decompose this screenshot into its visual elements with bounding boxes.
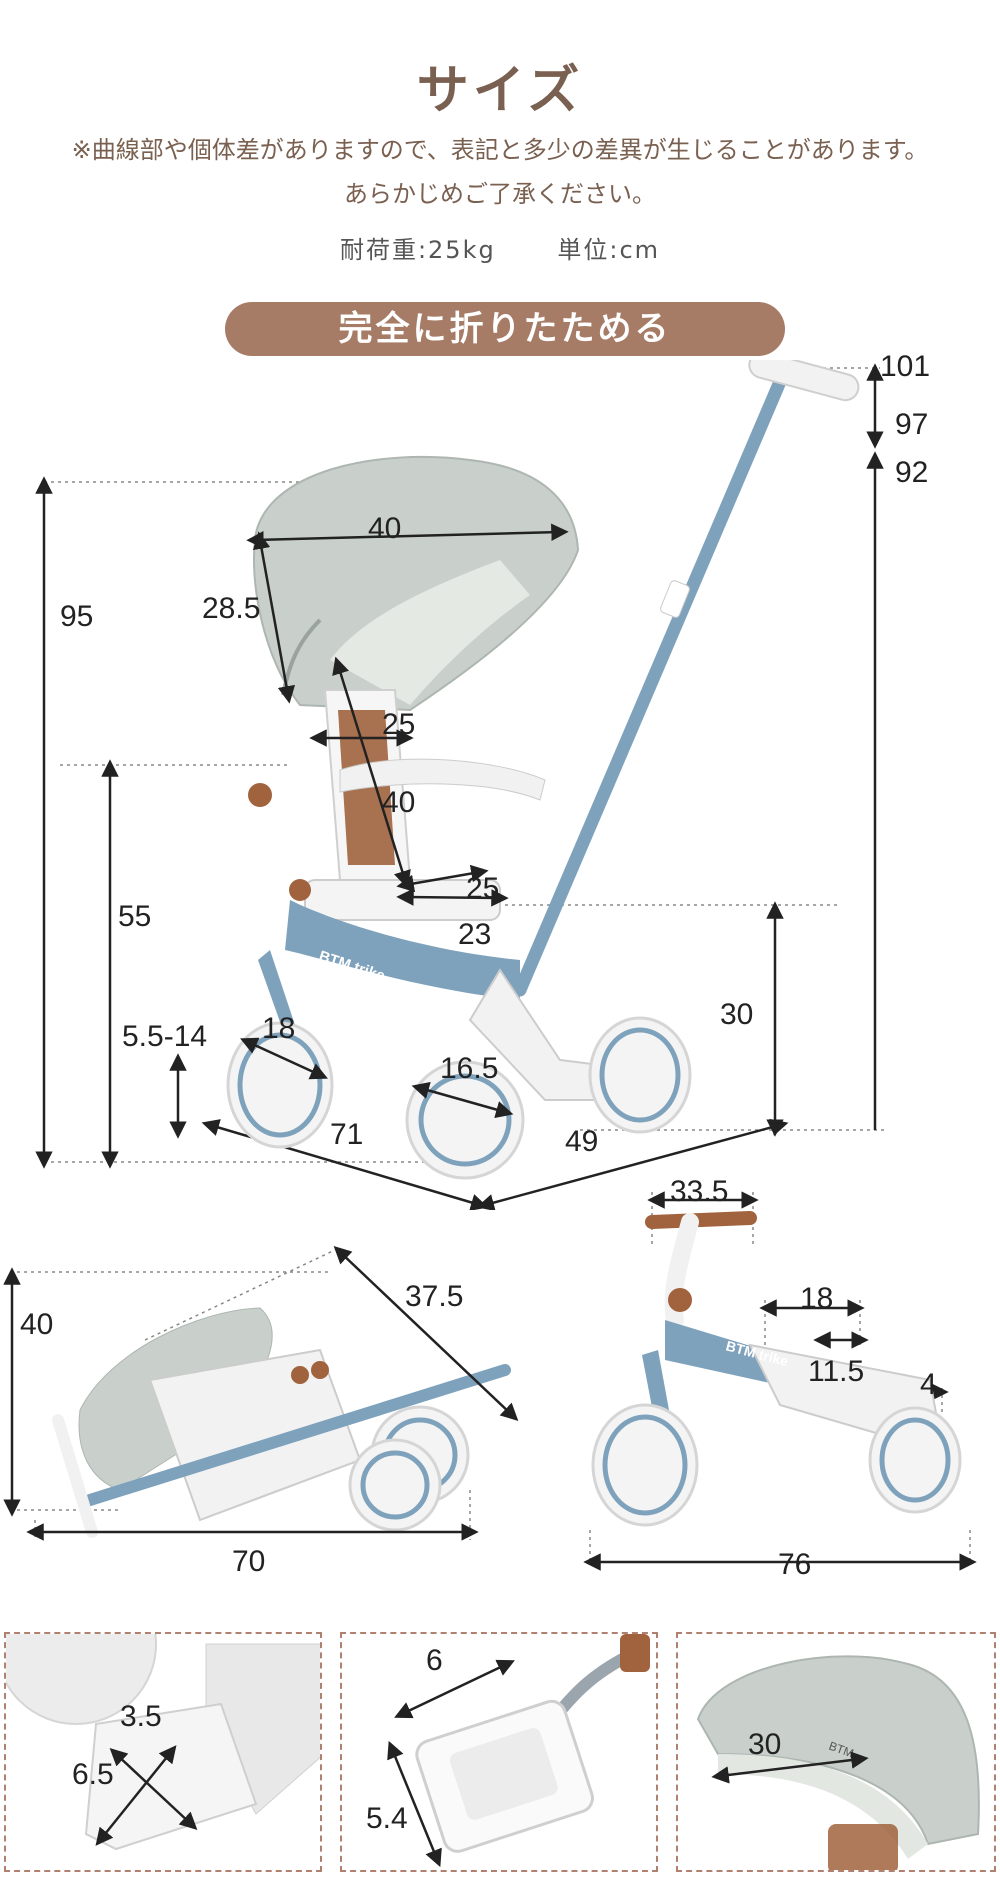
footboard-illustration — [6, 1634, 320, 1851]
dim-front-wheel: 18 — [262, 1012, 296, 1045]
detail-canopy: BTM — [676, 1632, 996, 1872]
main-tricycle-figure: BTM trike — [35, 360, 885, 1210]
dim-balance-length: 76 — [778, 1548, 812, 1581]
folded-figure — [3, 1245, 519, 1541]
canopy-illustration: BTM — [696, 1655, 980, 1870]
unit-label: 単位:cm — [557, 236, 661, 264]
dim-folded-height: 40 — [20, 1308, 54, 1341]
dim-folded-diagonal: 37.5 — [405, 1280, 464, 1313]
dim-seat-height: 55 — [118, 900, 152, 933]
dim-seat-length: 18 — [800, 1282, 834, 1315]
detail-footboard — [4, 1632, 322, 1872]
dim-pedal-w: 6 — [426, 1644, 443, 1677]
dim-pedal-h: 5.4 — [366, 1802, 408, 1835]
dim-total-height: 95 — [60, 600, 94, 633]
page-title: サイズ — [416, 61, 584, 121]
dim-width: 49 — [565, 1125, 599, 1158]
canopy — [253, 455, 580, 712]
push-handle — [513, 360, 860, 997]
dim-seat-width-balance: 11.5 — [808, 1355, 865, 1388]
dim-handle-97: 97 — [895, 408, 929, 441]
dim-handle-width: 33.5 — [670, 1175, 729, 1208]
dim-footboard-l: 6.5 — [72, 1758, 114, 1791]
dim-rear-wheel: 16.5 — [440, 1052, 499, 1085]
dim-footboard-w: 3.5 — [120, 1700, 162, 1733]
dim-rear-gap: 4 — [920, 1368, 937, 1401]
dim-footrest-range: 5.5-14 — [122, 1020, 208, 1053]
rear-wheel-right — [588, 1016, 692, 1134]
fold-badge: 完全に折りたためる — [225, 302, 785, 356]
detail-pedal — [340, 1632, 658, 1872]
dim-footrest-height: 30 — [720, 998, 754, 1031]
load-capacity: 耐荷重:25kg — [339, 236, 496, 264]
dim-seat-depth-inner: 23 — [458, 918, 492, 951]
pedal-illustration — [387, 1634, 650, 1868]
dim-seat-depth: 25 — [466, 872, 500, 905]
spec-line: 耐荷重:25kg 単位:cm — [0, 230, 1000, 265]
dim-canopy-width: 40 — [368, 512, 402, 545]
disclaimer-line-2: あらかじめご了承ください。 — [344, 180, 656, 208]
balance-bike-figure: BTM trike — [583, 1191, 977, 1571]
dim-handle-92: 92 — [895, 456, 929, 489]
dim-canopy-inner: 30 — [748, 1728, 782, 1761]
dim-length: 71 — [330, 1118, 364, 1151]
disclaimer-line-1: ※曲線部や個体差がありますので、表記と多少の差異が生じることがあります。 — [71, 136, 929, 164]
dim-backrest-height: 40 — [382, 786, 416, 819]
dim-canopy-depth: 28.5 — [202, 592, 261, 625]
dim-seat-width: 25 — [382, 708, 416, 741]
dim-handle-101: 101 — [880, 350, 931, 383]
dim-folded-length: 70 — [232, 1545, 266, 1578]
